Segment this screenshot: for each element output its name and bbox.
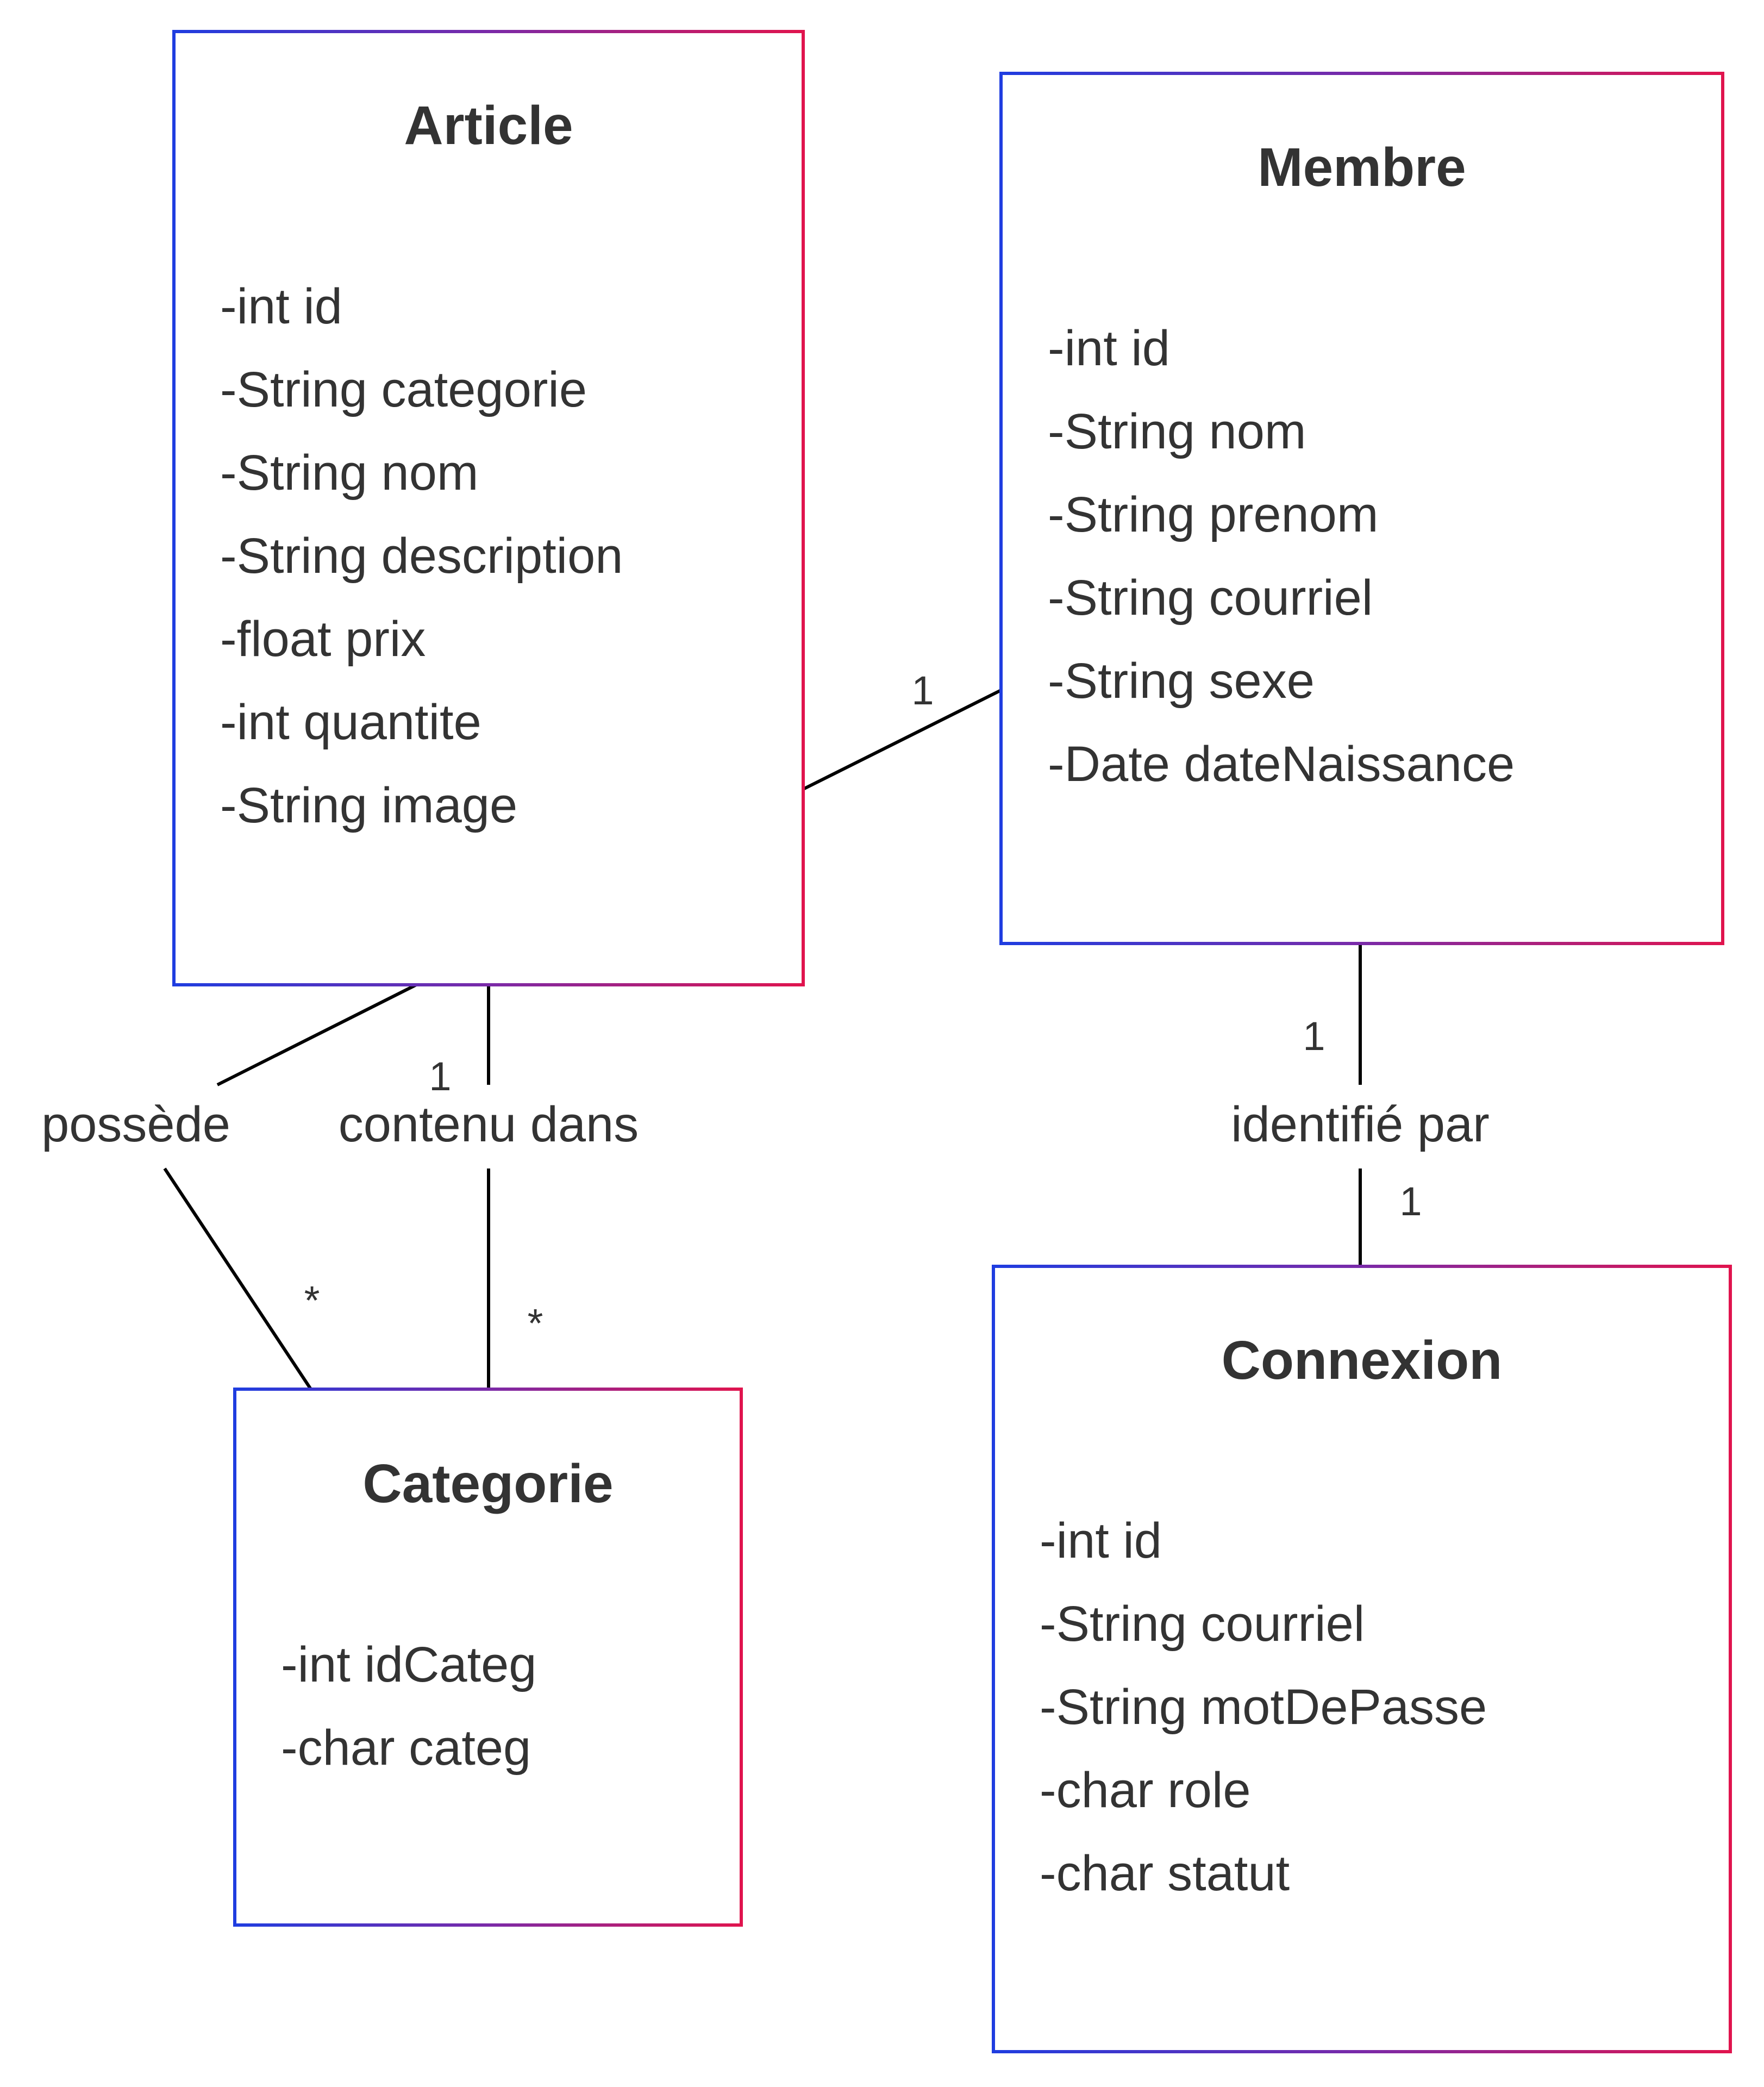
assoc-possede-lower <box>163 1167 312 1390</box>
class-connexion-attr-0: -int id <box>1040 1513 1162 1569</box>
multiplicity-contenu-article: 1 <box>429 1054 451 1099</box>
assoc-possede-upper <box>216 983 417 1086</box>
class-categorie-name: Categorie <box>362 1453 613 1514</box>
class-connexion-attr-2: -String motDePasse <box>1040 1679 1487 1735</box>
relation-label-contenu-dans: contenu dans <box>339 1097 639 1152</box>
multiplicity-contenu-categorie: * <box>528 1301 543 1346</box>
class-membre-attr-5: -Date dateNaissance <box>1048 736 1515 792</box>
class-membre-attr-0: -int id <box>1048 321 1170 376</box>
assoc-article-membre <box>802 689 1002 791</box>
class-connexion-name: Connexion <box>1222 1330 1503 1391</box>
class-categorie-attr-0: -int idCateg <box>281 1637 536 1692</box>
class-membre: Membre -int id -String nom -String preno… <box>999 72 1724 945</box>
multiplicity-identifie-membre: 1 <box>1303 1014 1325 1059</box>
multiplicity-article-membre: 1 <box>911 668 934 713</box>
class-article-attr-1: -String categorie <box>220 362 587 417</box>
class-article-attr-0: -int id <box>220 279 342 334</box>
class-article: Article -int id -String categorie -Strin… <box>172 30 805 986</box>
class-article-attr-3: -String description <box>220 528 623 584</box>
class-categorie: Categorie -int idCateg -char categ <box>233 1388 743 1927</box>
class-connexion: Connexion -int id -String courriel -Stri… <box>992 1265 1732 2053</box>
class-article-attr-2: -String nom <box>220 445 479 501</box>
class-membre-name: Membre <box>1258 137 1466 198</box>
multiplicity-identifie-connexion: 1 <box>1399 1179 1422 1224</box>
class-connexion-attr-3: -char role <box>1040 1763 1251 1818</box>
class-membre-attr-3: -String courriel <box>1048 570 1373 626</box>
class-article-attr-6: -String image <box>220 778 517 833</box>
class-categorie-attr-1: -char categ <box>281 1720 531 1776</box>
class-article-attr-5: -int quantite <box>220 695 481 750</box>
class-connexion-attr-4: -char statut <box>1040 1846 1290 1901</box>
class-connexion-attr-1: -String courriel <box>1040 1596 1365 1652</box>
relation-label-identifie-par: identifié par <box>1231 1097 1490 1152</box>
multiplicity-possede-categorie: * <box>304 1278 320 1323</box>
class-membre-attr-1: -String nom <box>1048 404 1306 459</box>
relation-label-possede: possède <box>41 1097 230 1152</box>
class-membre-attr-4: -String sexe <box>1048 653 1315 709</box>
class-article-attr-4: -float prix <box>220 611 426 667</box>
class-membre-attr-2: -String prenom <box>1048 487 1378 542</box>
class-article-name: Article <box>404 95 573 156</box>
